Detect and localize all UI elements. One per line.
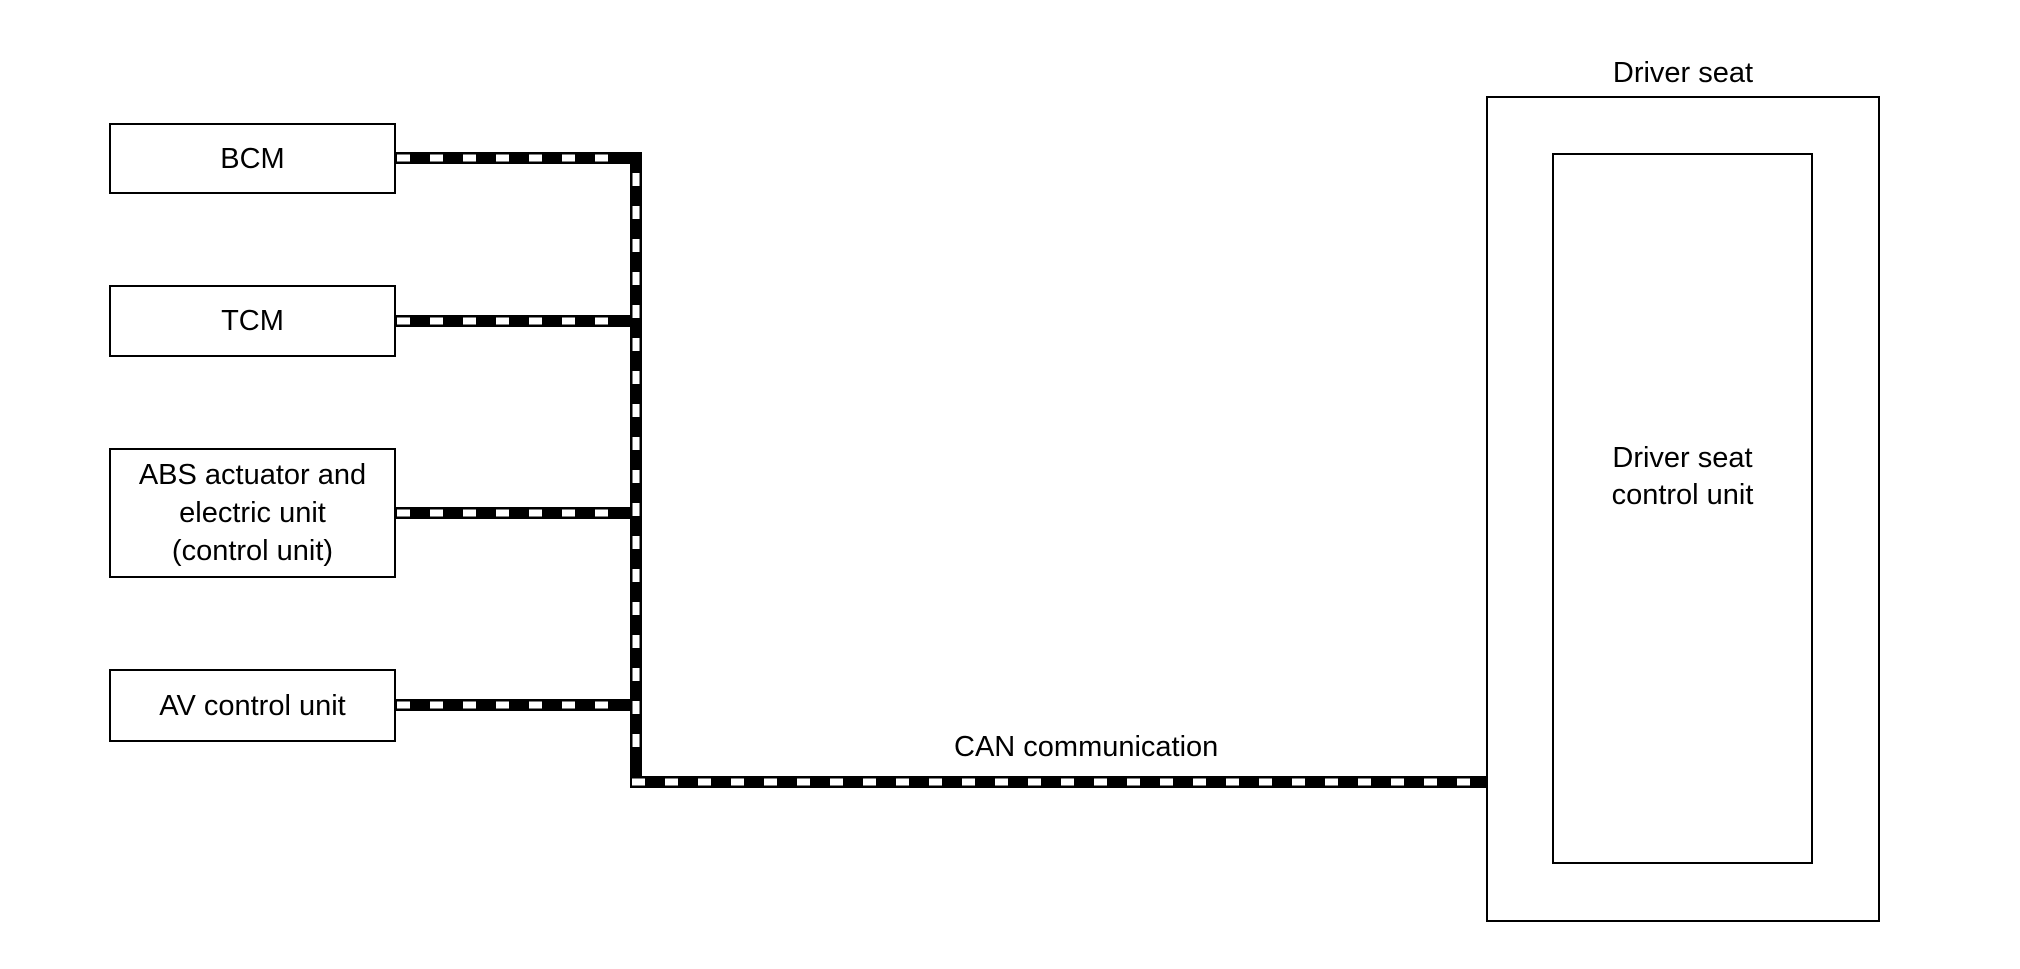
wire-dash: [764, 778, 777, 786]
wire-dash: [632, 338, 640, 351]
wire-dash: [463, 701, 476, 709]
wire-dash: [562, 509, 575, 517]
wire-dash: [632, 173, 640, 186]
wire-dash: [1424, 778, 1437, 786]
wire-dash: [496, 509, 509, 517]
wire-dash: [562, 317, 575, 325]
can-communication-label: CAN communication: [954, 731, 1219, 763]
wire-dash: [1292, 778, 1305, 786]
wire-dash: [397, 317, 410, 325]
wire-dash: [496, 154, 509, 162]
wire-dash: [632, 404, 640, 417]
wire-dash: [1193, 778, 1206, 786]
wire-dash: [1325, 778, 1338, 786]
wire-dash: [632, 701, 640, 714]
wire-dash: [595, 154, 608, 162]
wire-dash: [632, 778, 645, 786]
wire-dash: [929, 778, 942, 786]
driver-seat-control-unit-box: Driver seat control unit: [1552, 153, 1813, 864]
wire-dash: [562, 154, 575, 162]
wire-dash: [632, 272, 640, 285]
wire-dash: [632, 206, 640, 219]
wire-dash: [463, 154, 476, 162]
av-control-unit-label: AV control unit: [159, 689, 346, 722]
bcm-label: BCM: [220, 142, 285, 175]
wire-dash: [463, 317, 476, 325]
wire-dash: [529, 154, 542, 162]
wire-dash: [595, 317, 608, 325]
wire-dash: [863, 778, 876, 786]
wire-dash: [529, 317, 542, 325]
wire-dash: [632, 305, 640, 318]
wire-dash: [962, 778, 975, 786]
wire-dash: [595, 509, 608, 517]
wire-dash: [529, 701, 542, 709]
wire-dash: [632, 635, 640, 648]
wire-dash: [1391, 778, 1404, 786]
wire-dash: [698, 778, 711, 786]
wire-dash: [632, 470, 640, 483]
wire-dash: [1061, 778, 1074, 786]
wire-dash: [496, 317, 509, 325]
wire-dash: [797, 778, 810, 786]
wire-dash: [1457, 778, 1470, 786]
driver-seat-enclosure-label: Driver seat: [1612, 57, 1754, 89]
wire-dash: [562, 701, 575, 709]
wire-dash: [397, 509, 410, 517]
wire-dash: [1226, 778, 1239, 786]
wire-dash: [632, 239, 640, 252]
wire-dash: [1127, 778, 1140, 786]
wire-dash: [632, 734, 640, 747]
wire-dash: [430, 509, 443, 517]
av-control-unit-box: AV control unit: [109, 669, 396, 742]
bcm-can-wire: [395, 152, 642, 164]
wire-dash: [830, 778, 843, 786]
wire-dash: [632, 536, 640, 549]
bcm-box: BCM: [109, 123, 396, 194]
wire-dash: [632, 569, 640, 582]
wire-dash: [995, 778, 1008, 786]
wire-dash: [632, 437, 640, 450]
driver-seat-control-unit-label: Driver seat control unit: [1611, 441, 1754, 511]
wire-dash: [463, 509, 476, 517]
wire-dash: [397, 154, 410, 162]
abs-actuator-box: ABS actuator and electric unit (control …: [109, 448, 396, 578]
wire-dash: [632, 503, 640, 516]
wire-dash: [1358, 778, 1371, 786]
wire-dash: [1094, 778, 1107, 786]
wire-dash: [632, 668, 640, 681]
wire-dash: [595, 701, 608, 709]
tcm-label: TCM: [221, 305, 284, 337]
wire-dash: [397, 701, 410, 709]
wire-dash: [896, 778, 909, 786]
wire-dash: [665, 778, 678, 786]
wire-dash: [731, 778, 744, 786]
wire-dash: [529, 509, 542, 517]
wire-dash: [632, 371, 640, 384]
wire-dash: [632, 602, 640, 615]
wire-dash: [496, 701, 509, 709]
wire-dash: [430, 317, 443, 325]
wire-dash: [1028, 778, 1041, 786]
tcm-box: TCM: [109, 285, 396, 357]
wire-dash: [430, 701, 443, 709]
driver-seat-can-wire: [630, 776, 1553, 788]
wire-dash: [1160, 778, 1173, 786]
wire-dash: [1259, 778, 1272, 786]
wire-dash: [430, 154, 443, 162]
abs-actuator-label: ABS actuator and electric unit (control …: [138, 459, 367, 567]
